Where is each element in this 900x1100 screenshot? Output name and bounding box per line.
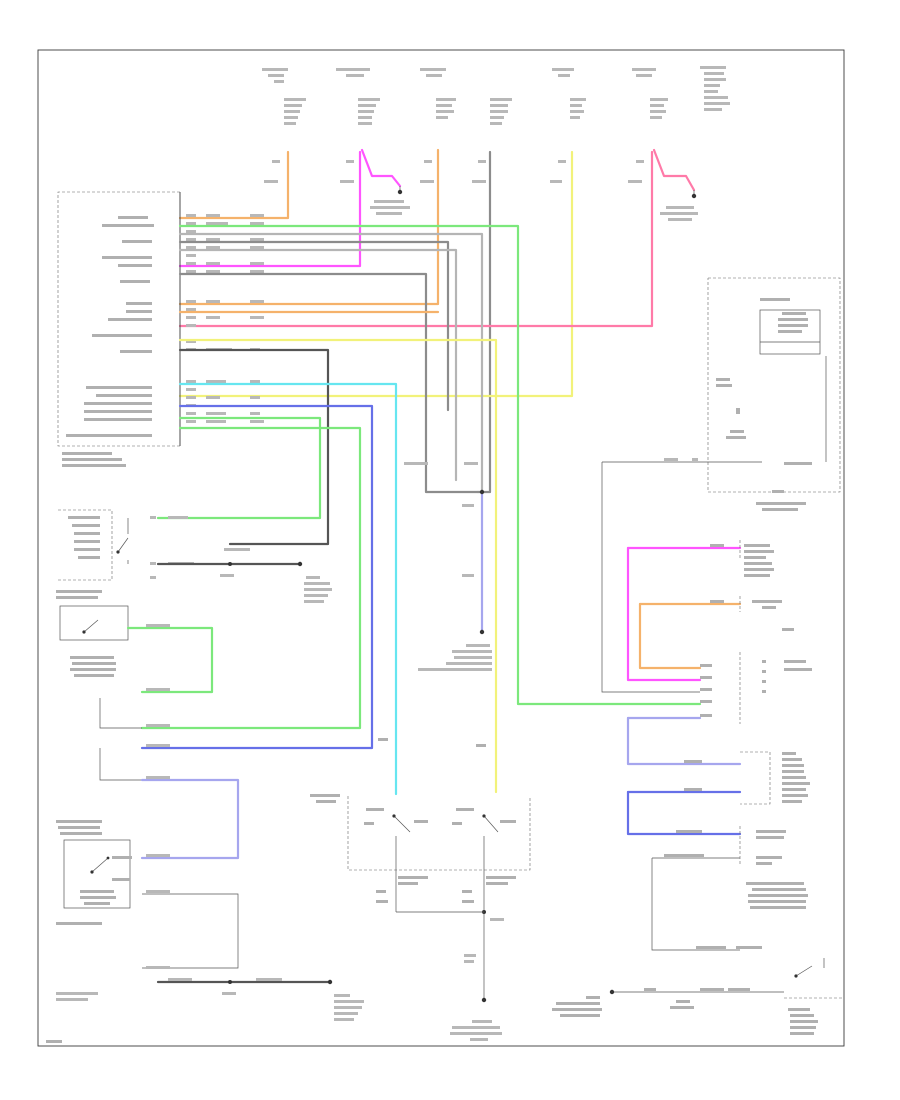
ground-symbol-top-1 (370, 186, 410, 215)
bcm-wires (140, 224, 702, 796)
splice-tags (264, 160, 644, 183)
power-source-labels (262, 66, 730, 125)
right-connector-block (626, 540, 812, 951)
body-control-module (57, 191, 264, 467)
diagram-frame (37, 49, 845, 1047)
ignition-module-box (601, 277, 841, 693)
seat-switch-upper (58, 509, 332, 603)
buckle-switch-left (56, 744, 364, 1021)
seat-belt-switch-right (46, 958, 844, 1043)
top-feed-wires (178, 148, 696, 494)
center-lamp-switches (310, 738, 531, 1041)
ground-symbol-top-2 (660, 190, 698, 221)
seat-position-switch (56, 590, 214, 729)
bcm-pin-labels (62, 216, 154, 467)
center-splices (404, 462, 492, 671)
